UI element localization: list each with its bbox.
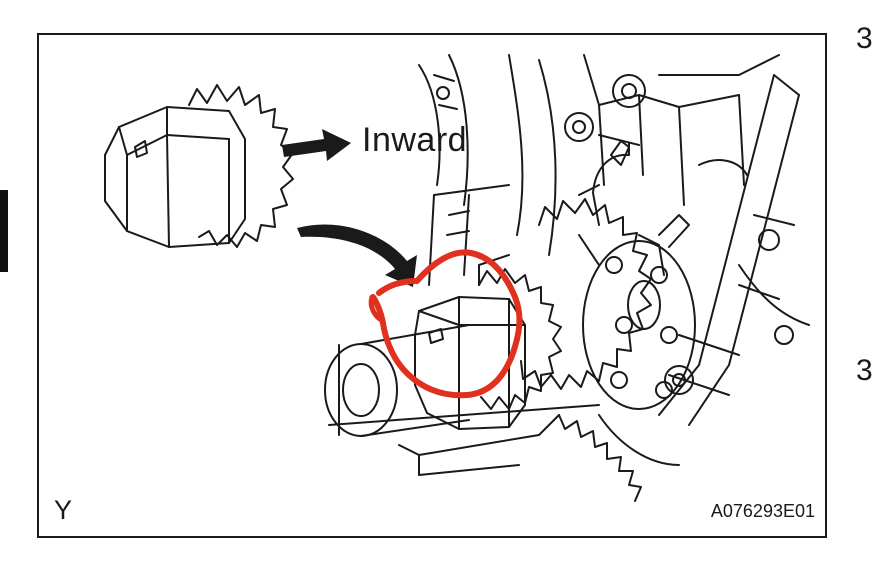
engine-block-outline [418, 54, 810, 426]
lower-gear-teeth [558, 414, 680, 502]
large-gear [520, 198, 696, 410]
step-number-bottom: 3 [856, 354, 873, 387]
arrow-right-icon [282, 129, 351, 161]
page-edge-bar [0, 190, 8, 272]
crankshaft-assembly [324, 254, 600, 476]
loose-sprocket-part [104, 84, 294, 248]
inward-label: Inward [362, 121, 468, 159]
step-number-top: 3 [856, 22, 873, 55]
highlight-marker-circle [370, 249, 523, 399]
curved-arrow-icon [297, 224, 417, 287]
view-letter: Y [54, 495, 73, 525]
figure-code: A076293E01 [710, 501, 815, 521]
line-illustration [104, 54, 810, 502]
diagram-frame: Inward Y A076293E01 [37, 33, 827, 538]
